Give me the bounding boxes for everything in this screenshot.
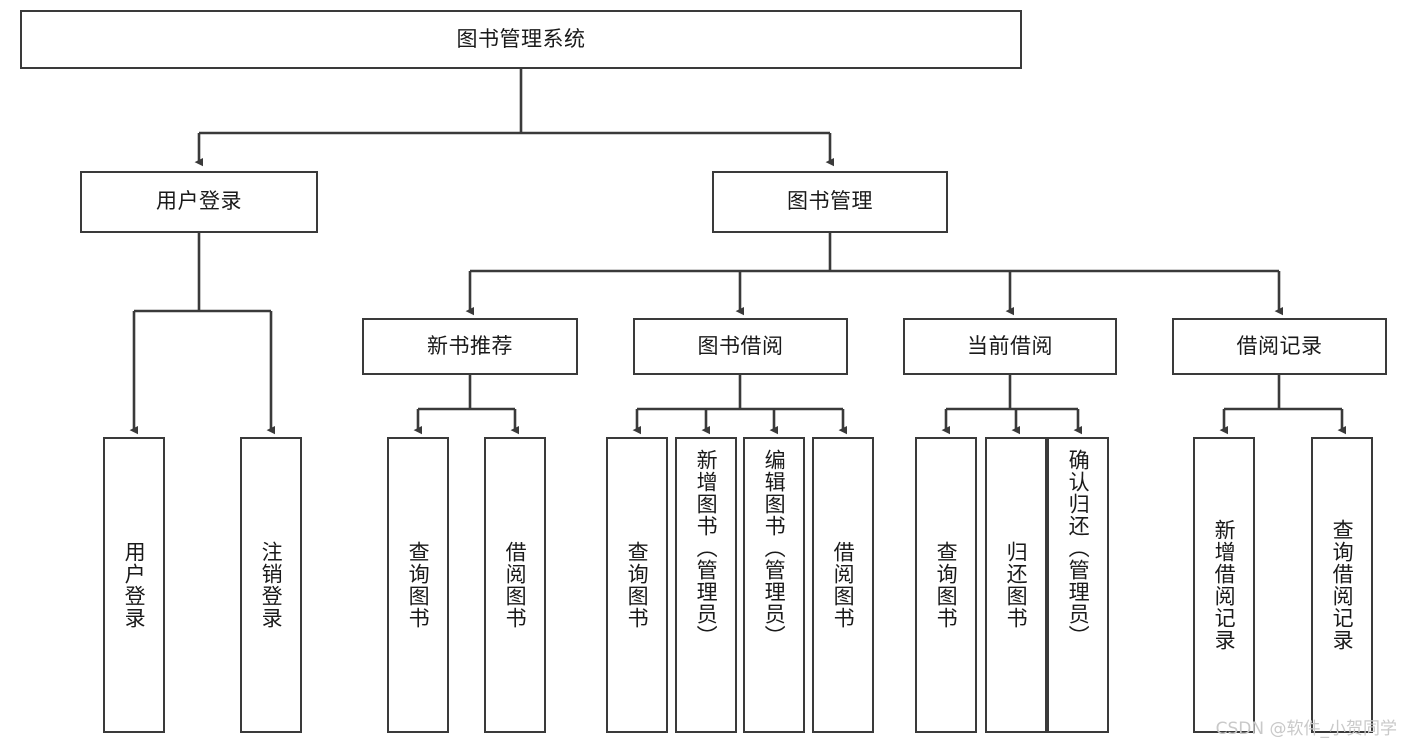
leaf-newbook-borrow-book-label: 借阅图书: [503, 541, 528, 629]
edges-userlogin-to-leaves: [129, 233, 276, 435]
node-user-login[interactable]: 用户登录: [80, 171, 318, 233]
edges-record-to-leaves: [1219, 375, 1347, 435]
edges-root-to-level1: [194, 69, 835, 167]
leaf-current-return-book-label: 归还图书: [1004, 541, 1029, 629]
watermark: CSDN @软件_小贺同学: [1215, 719, 1397, 739]
node-new-book-recommend-label: 新书推荐: [427, 333, 513, 358]
leaf-borrow-edit-book-label: 编辑图书（管理员）: [762, 449, 787, 647]
node-new-book-recommend[interactable]: 新书推荐: [362, 318, 578, 375]
leaf-logout[interactable]: 注销登录: [240, 437, 302, 733]
node-root-system[interactable]: 图书管理系统: [20, 10, 1022, 69]
leaf-record-add-record[interactable]: 新增借阅记录: [1193, 437, 1255, 733]
leaf-borrow-add-book[interactable]: 新增图书（管理员）: [675, 437, 737, 733]
leaf-newbook-query-book[interactable]: 查询图书: [387, 437, 449, 733]
leaf-borrow-query-book[interactable]: 查询图书: [606, 437, 668, 733]
edges-borrow-to-leaves: [632, 375, 848, 435]
node-current-borrow-label: 当前借阅: [967, 333, 1053, 358]
leaf-user-login-label: 用户登录: [122, 541, 147, 629]
node-borrow-record[interactable]: 借阅记录: [1172, 318, 1387, 375]
edges-current-to-leaves: [941, 375, 1083, 435]
node-borrow-record-label: 借阅记录: [1236, 333, 1323, 358]
leaf-current-confirm-return-label: 确认归还（管理员）: [1066, 449, 1091, 647]
node-user-login-label: 用户登录: [156, 189, 242, 214]
leaf-logout-label: 注销登录: [259, 541, 284, 629]
leaf-record-query-record-label: 查询借阅记录: [1330, 519, 1355, 651]
node-root-system-label: 图书管理系统: [456, 26, 586, 51]
leaf-user-login[interactable]: 用户登录: [103, 437, 165, 733]
node-book-management-label: 图书管理: [787, 189, 873, 214]
leaf-record-query-record[interactable]: 查询借阅记录: [1311, 437, 1373, 733]
node-book-borrow-label: 图书借阅: [697, 333, 784, 358]
leaf-current-query-book-label: 查询图书: [934, 541, 959, 629]
leaf-borrow-edit-book[interactable]: 编辑图书（管理员）: [743, 437, 805, 733]
leaf-record-add-record-label: 新增借阅记录: [1212, 519, 1237, 651]
leaf-current-confirm-return[interactable]: 确认归还（管理员）: [1047, 437, 1109, 733]
leaf-borrow-query-book-label: 查询图书: [625, 541, 650, 629]
node-current-borrow[interactable]: 当前借阅: [903, 318, 1117, 375]
edges-bookmgmt-to-level2: [465, 233, 1284, 316]
leaf-newbook-query-book-label: 查询图书: [406, 541, 431, 629]
leaf-borrow-borrow-book-label: 借阅图书: [831, 541, 856, 629]
leaf-newbook-borrow-book[interactable]: 借阅图书: [484, 437, 546, 733]
leaf-borrow-borrow-book[interactable]: 借阅图书: [812, 437, 874, 733]
leaf-borrow-add-book-label: 新增图书（管理员）: [694, 449, 719, 647]
leaf-current-query-book[interactable]: 查询图书: [915, 437, 977, 733]
node-book-management[interactable]: 图书管理: [712, 171, 948, 233]
leaf-current-return-book[interactable]: 归还图书: [985, 437, 1047, 733]
node-book-borrow[interactable]: 图书借阅: [633, 318, 848, 375]
edges-newbook-to-leaves: [413, 375, 520, 435]
